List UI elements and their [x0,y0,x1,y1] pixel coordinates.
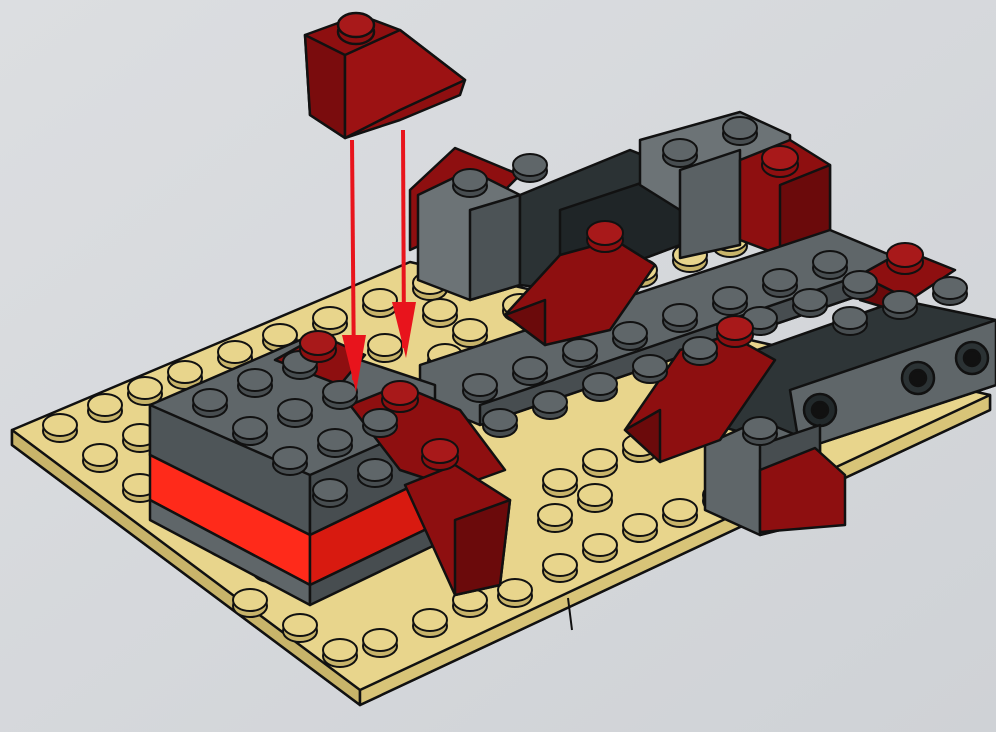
stud-top [583,534,617,556]
stud-top [563,339,597,361]
stud-top [323,639,357,661]
stud-top [743,417,777,439]
stud-top [513,357,547,379]
stud-top [363,629,397,651]
stud-top [43,414,77,436]
stud-top [313,307,347,329]
stud-top [413,609,447,631]
stud-top [193,389,227,411]
stud-top [363,409,397,431]
stud-top [513,154,547,176]
stud-top [583,373,617,395]
stud-top [278,399,312,421]
stud-top [368,334,402,356]
stud-top [423,299,457,321]
stud-top [813,251,847,273]
stud-top [633,355,667,377]
stud-top [533,391,567,413]
stud-top [83,444,117,466]
stud-top [663,499,697,521]
stud-top [283,614,317,636]
stud-top [128,377,162,399]
stud-top [313,479,347,501]
stud-top [613,322,647,344]
stud-top [463,374,497,396]
stud-top [363,289,397,311]
stud-top [543,469,577,491]
stud-top [453,319,487,341]
stud-top [833,307,867,329]
stud-top [793,289,827,311]
stud-top [358,459,392,481]
stud-top [663,139,697,161]
stud-top [623,514,657,536]
stud-top [583,449,617,471]
stud-top [168,361,202,383]
stud-top [543,554,577,576]
stud-top [233,589,267,611]
stud-top [883,291,917,313]
stud-top [713,287,747,309]
stud-top [453,169,487,191]
stud-top [843,271,877,293]
stud-top [538,504,572,526]
stud-top [273,447,307,469]
stud-top [238,369,272,391]
stud-top [578,484,612,506]
stud-top [933,277,967,299]
stud-top [323,381,357,403]
stud-top [218,341,252,363]
stud-top [483,409,517,431]
stud-top [318,429,352,451]
stud-top [663,304,697,326]
stud-top [723,117,757,139]
stud-top [233,417,267,439]
stud-top [683,337,717,359]
stud-top [763,269,797,291]
stud-top [498,579,532,601]
stud-top [88,394,122,416]
